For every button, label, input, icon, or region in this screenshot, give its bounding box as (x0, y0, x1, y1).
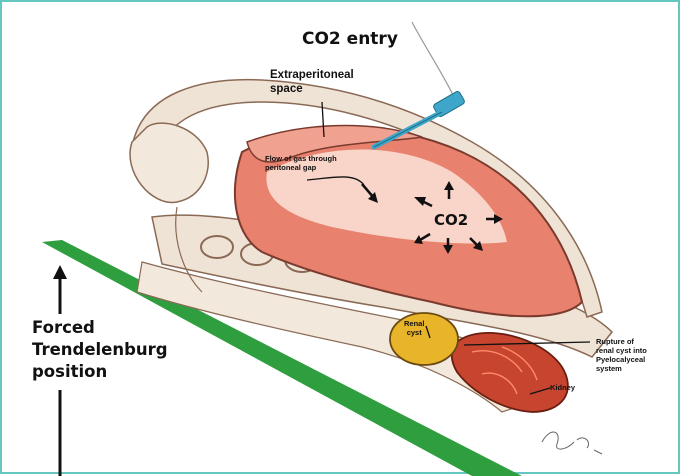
position-label: Forced Trendelenburg position (32, 317, 168, 383)
flow-label: Flow of gas through peritoneal gap (265, 154, 337, 172)
position-label-line1: Forced (32, 317, 168, 339)
signature-mark (542, 432, 602, 454)
extraperitoneal-label: Extraperitoneal space (270, 68, 354, 96)
renal-cyst-label: Renal cyst (404, 319, 424, 337)
renal-cyst-label-line2: cyst (404, 328, 424, 337)
renal-cyst-label-line1: Renal (404, 319, 424, 328)
extraperitoneal-label-line1: Extraperitoneal (270, 68, 354, 82)
kidney-label: Kidney (550, 383, 575, 392)
rupture-label: Rupture of renal cyst into Pyelocalyceal… (596, 337, 647, 373)
rupture-label-line4: system (596, 364, 647, 373)
arrow-up-icon (53, 265, 67, 314)
rupture-label-line3: Pyelocalyceal (596, 355, 647, 364)
co2-center-label: CO2 (434, 211, 468, 229)
rupture-label-line1: Rupture of (596, 337, 647, 346)
head-region (130, 123, 208, 202)
extraperitoneal-label-line2: space (270, 82, 354, 96)
co2-entry-label: CO2 entry (302, 29, 398, 49)
rupture-label-line2: renal cyst into (596, 346, 647, 355)
position-label-line2: Trendelenburg (32, 339, 168, 361)
flow-label-line2: peritoneal gap (265, 163, 337, 172)
position-label-line3: position (32, 361, 168, 383)
flow-label-line1: Flow of gas through (265, 154, 337, 163)
